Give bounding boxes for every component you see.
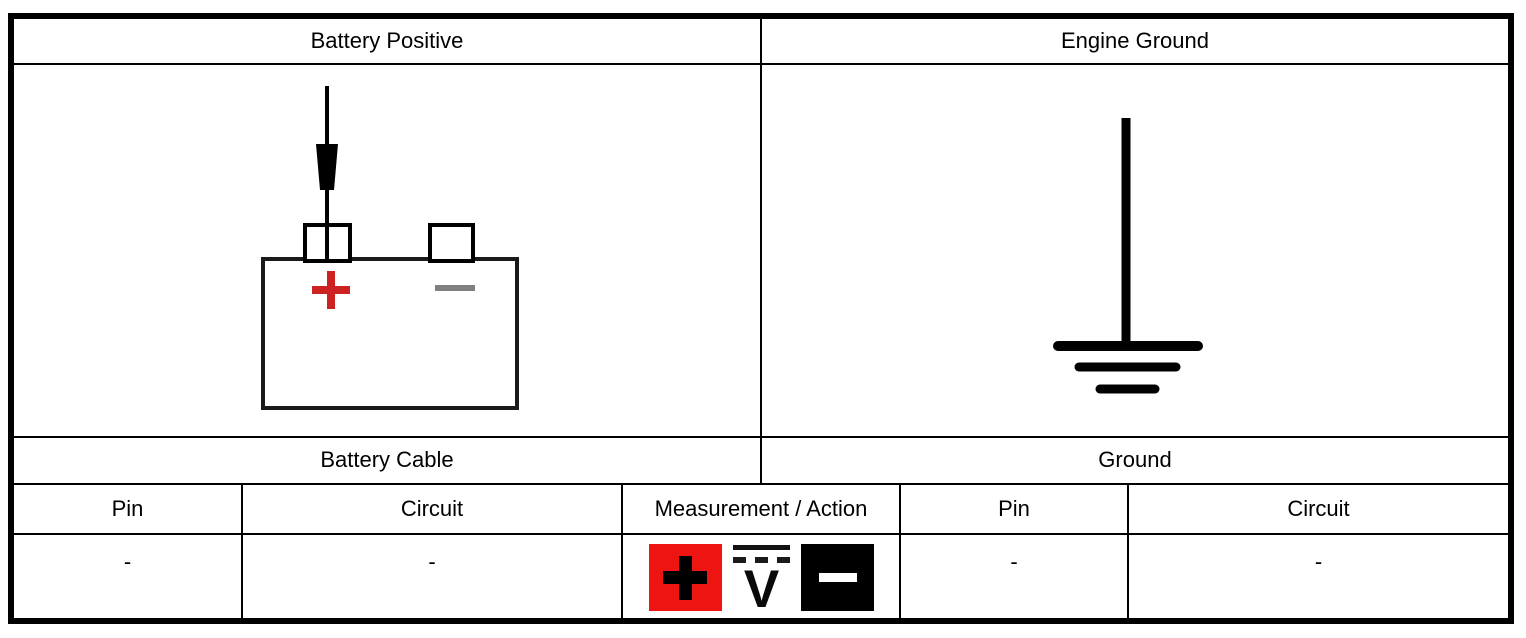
- left-circuit-value: -: [428, 549, 436, 574]
- dc-dashed-line: [732, 557, 790, 563]
- battery-diagram-cell: [14, 65, 762, 436]
- engine-ground-symbol-diagram: [1053, 118, 1203, 394]
- battery-negative-terminal: [428, 223, 475, 263]
- right-pin-value: -: [1010, 549, 1018, 574]
- value-left-pin-cell: -: [14, 535, 243, 618]
- measurement-action-cell: V: [623, 535, 901, 618]
- header-engine-ground: Engine Ground: [762, 19, 1508, 63]
- sub-header-row: Battery Cable Ground: [14, 438, 1508, 485]
- subheader-battery-cable: Battery Cable: [14, 438, 762, 483]
- diagram-row: [14, 65, 1508, 438]
- value-right-pin-cell: -: [901, 535, 1129, 618]
- battery-cable-title: Battery Cable: [320, 447, 454, 473]
- battery-with-positive-probe-diagram: [261, 86, 519, 410]
- column-header-right-circuit: Circuit: [1129, 485, 1508, 533]
- probe-grip: [316, 144, 338, 190]
- value-left-circuit-cell: -: [243, 535, 623, 618]
- right-circuit-label: Circuit: [1287, 495, 1350, 521]
- ground-diagram-cell: [762, 65, 1508, 436]
- right-circuit-value: -: [1314, 549, 1323, 574]
- positive-probe-icon: [648, 544, 722, 611]
- voltage-letter: V: [743, 560, 779, 618]
- measurement-action-label: Measurement / Action: [654, 495, 868, 521]
- top-header-row: Battery Positive Engine Ground: [14, 19, 1508, 65]
- negative-probe-icon: [800, 544, 874, 611]
- minus-glyph: [818, 573, 857, 582]
- dc-voltage-icon: V: [732, 545, 790, 618]
- column-header-measurement-action: Measurement / Action: [623, 485, 901, 533]
- value-row: - - V - -: [14, 535, 1508, 618]
- right-pin-label: Pin: [998, 495, 1030, 521]
- ground-title: Ground: [1098, 447, 1172, 473]
- column-header-row: Pin Circuit Measurement / Action Pin Cir…: [14, 485, 1508, 535]
- column-header-left-circuit: Circuit: [243, 485, 623, 533]
- left-circuit-label: Circuit: [400, 495, 464, 521]
- value-right-circuit-cell: -: [1129, 535, 1508, 618]
- measurement-table: Battery Positive Engine Ground: [8, 13, 1514, 624]
- battery-plus-mark: [312, 271, 350, 309]
- header-battery-positive: Battery Positive: [14, 19, 762, 63]
- battery-body: [261, 257, 519, 410]
- left-pin-label: Pin: [111, 495, 144, 521]
- measurement-icon-strip: V: [648, 535, 874, 618]
- left-pin-value: -: [123, 549, 132, 574]
- engine-ground-title: Engine Ground: [1061, 27, 1209, 53]
- subheader-ground: Ground: [762, 438, 1508, 483]
- dc-solid-line: [732, 545, 790, 550]
- column-header-right-pin: Pin: [901, 485, 1129, 533]
- column-header-left-pin: Pin: [14, 485, 243, 533]
- battery-positive-title: Battery Positive: [310, 27, 464, 53]
- plus-glyph-vertical: [678, 556, 692, 600]
